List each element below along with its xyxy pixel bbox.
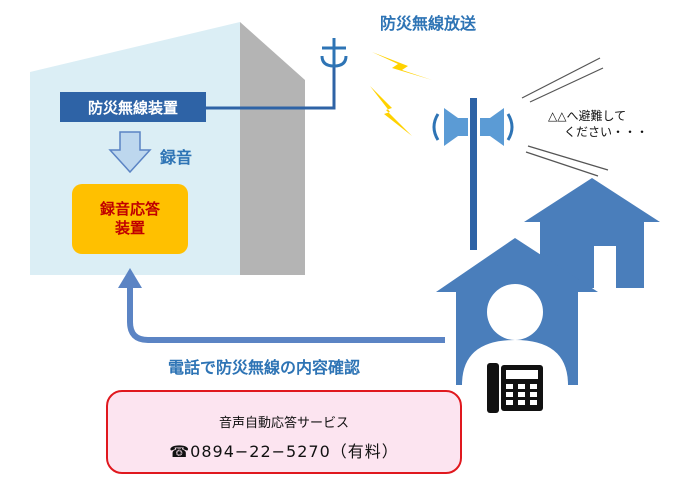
answering-device-label-2: 装置	[114, 219, 145, 237]
building-side	[240, 22, 305, 275]
evacuation-message-line-2: ください・・・	[564, 125, 649, 139]
service-phone: ☎0894−22−5270（有料）	[108, 438, 460, 462]
recording-label: 録音	[160, 148, 193, 167]
evacuation-message: △△へ避難して ください・・・	[548, 108, 648, 140]
phone-check-label: 電話で防災無線の内容確認	[168, 358, 361, 377]
answering-device-label-1: 録音応答	[99, 200, 160, 218]
service-title: 音声自動応答サービス	[218, 416, 349, 431]
house-icon-small	[524, 178, 660, 288]
antenna-cable	[206, 60, 336, 110]
service-phone-number: 0894−22−5270（有料）	[190, 442, 399, 461]
antenna-icon	[320, 38, 348, 68]
phone-icon: ☎	[169, 442, 191, 461]
speaker-icon-right	[480, 108, 514, 146]
phone-check-arrow	[118, 268, 445, 343]
telephone-icon	[487, 363, 543, 413]
sound-lines	[521, 57, 609, 177]
voice-response-service-box: 音声自動応答サービス ☎0894−22−5270（有料）	[106, 390, 462, 474]
speaker-icon	[432, 108, 468, 146]
radio-device-label: 防災無線装置	[87, 98, 178, 117]
answering-device-box: 録音応答 装置	[72, 184, 188, 254]
lightning-icon	[370, 52, 432, 136]
person-icon-head	[487, 284, 543, 340]
recording-arrow	[108, 131, 152, 174]
broadcast-label: 防災無線放送	[380, 14, 477, 33]
evacuation-message-line-1: △△へ避難して	[548, 109, 627, 123]
radio-device-box: 防災無線装置	[60, 92, 206, 122]
speaker-pole	[470, 98, 477, 250]
